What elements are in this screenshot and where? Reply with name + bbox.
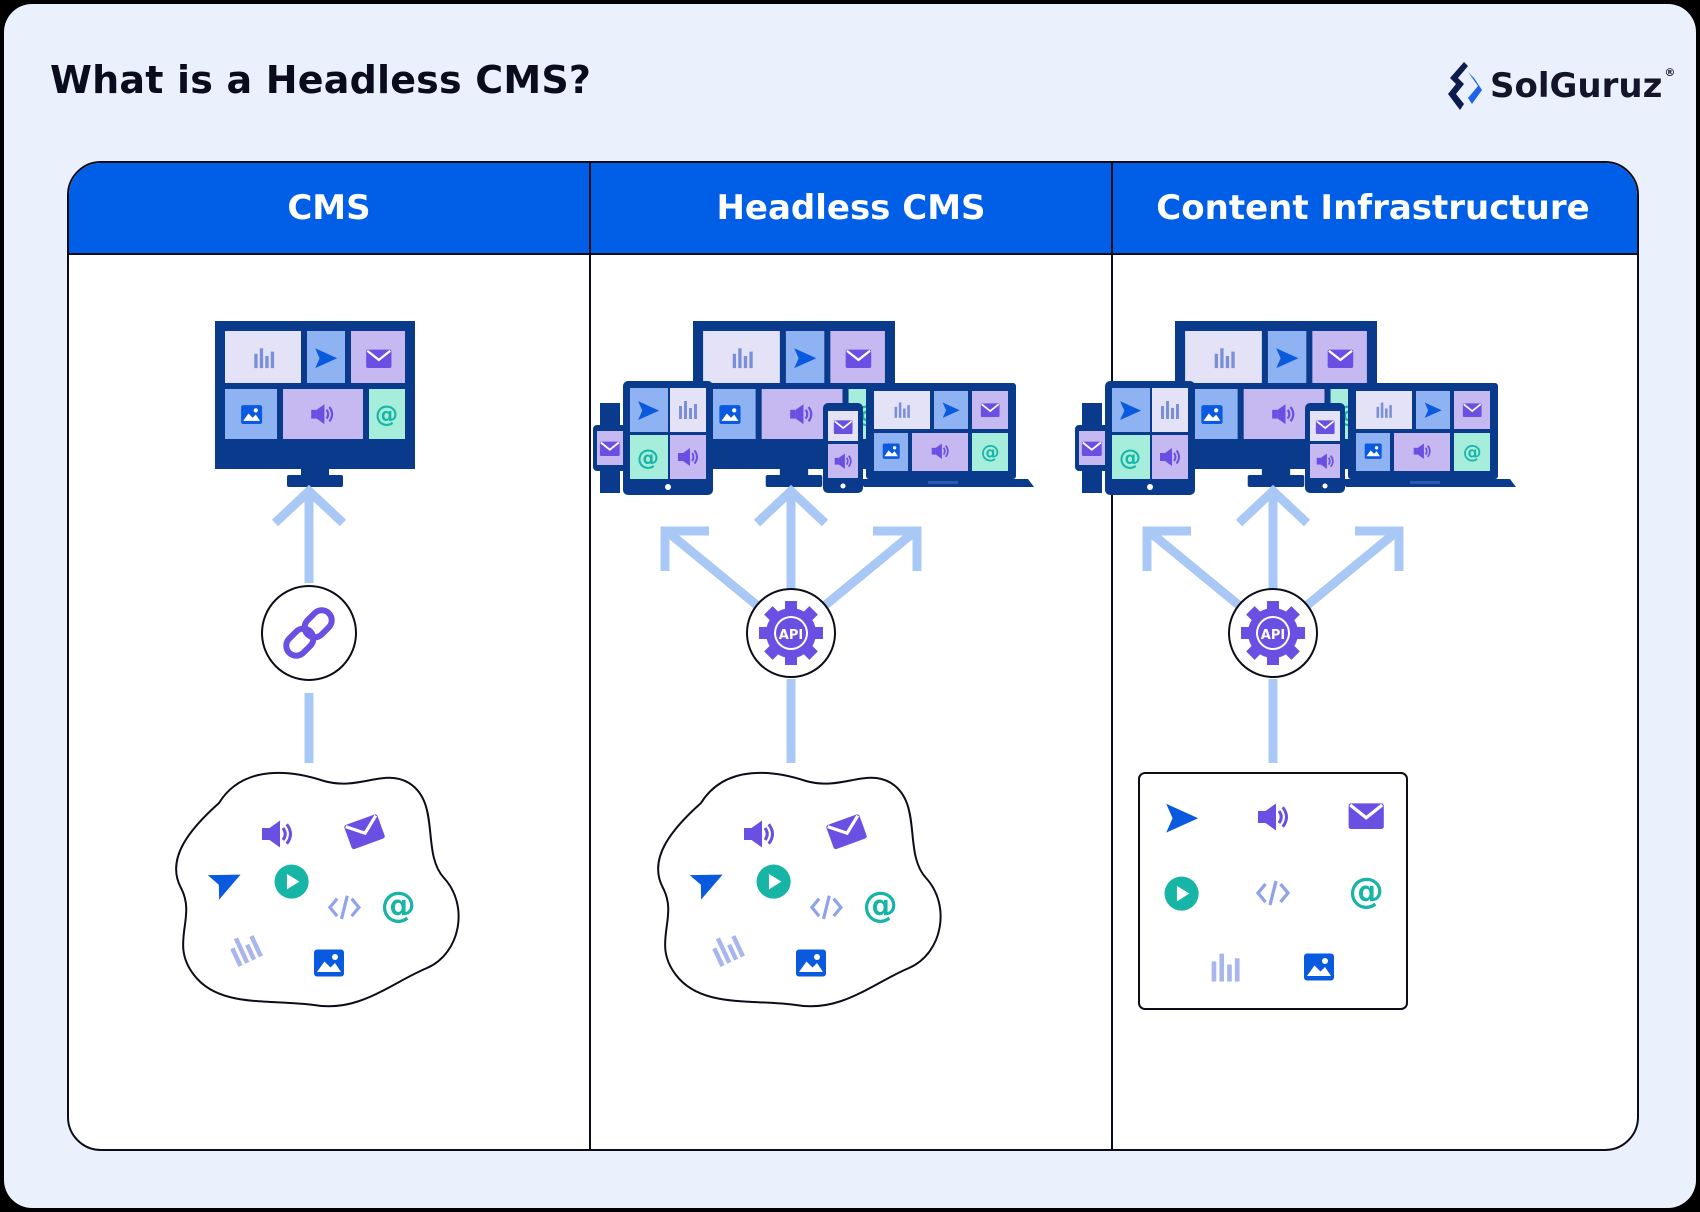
- infographic-page: What is a Headless CMS? SolGuruz ® CMS H…: [4, 4, 1696, 1208]
- api-label: API: [779, 628, 803, 643]
- comparison-panel: CMS Headless CMS Content Infrastructure …: [67, 161, 1639, 1151]
- headless-cms-column-artwork: API: [593, 321, 1034, 1008]
- mail-icon: [1346, 801, 1386, 831]
- registered-mark: ®: [1664, 66, 1676, 79]
- play-icon: [756, 864, 791, 899]
- column-divider: [589, 163, 591, 1149]
- image-icon: [796, 949, 826, 977]
- brand-name: SolGuruz: [1490, 66, 1663, 106]
- header-band: [69, 163, 1637, 255]
- play-icon: [274, 864, 309, 899]
- column-header-headless-cms: Headless CMS: [716, 188, 986, 228]
- cms-column-artwork: [175, 321, 460, 1008]
- api-label: API: [1261, 628, 1285, 643]
- image-icon: [314, 949, 344, 977]
- at-icon: [1348, 871, 1384, 912]
- at-icon: [862, 885, 898, 926]
- column-header-content-infrastructure: Content Infrastructure: [1156, 188, 1590, 228]
- solguruz-logo-icon: [1448, 62, 1482, 110]
- link-icon: [283, 607, 335, 659]
- column-header-cms: CMS: [287, 188, 371, 228]
- at-icon: [380, 885, 416, 926]
- column-divider: [1111, 163, 1113, 1149]
- diagram-artwork: @: [175, 163, 1637, 1010]
- page-title: What is a Headless CMS?: [50, 58, 592, 102]
- brand-logo: SolGuruz ®: [1444, 56, 1675, 116]
- play-icon: [1164, 876, 1199, 911]
- content-infrastructure-column-artwork: API: [1075, 321, 1516, 1010]
- image-icon: [1304, 953, 1334, 981]
